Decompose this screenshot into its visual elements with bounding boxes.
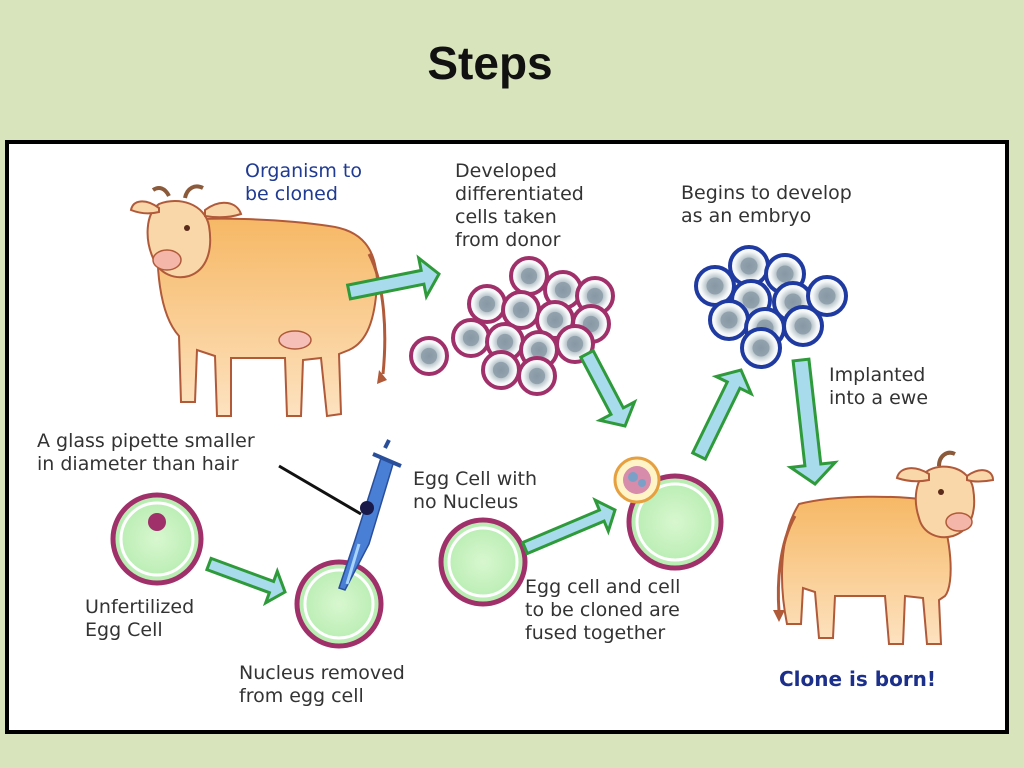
unfertilized-egg-label: Unfertilized Egg Cell [85,596,195,641]
clone-born-label: Clone is born! [779,667,937,691]
clone-cow-illustration [773,450,995,645]
embryo-cell-nucleus [740,257,758,275]
embryo-cell-nucleus [776,265,794,283]
embryo-cell-nucleus [818,287,836,305]
embryo-cell-nucleus [742,291,760,309]
donor-cell-nucleus [478,295,496,313]
fused-egg-cell [613,456,724,571]
process-arrow [578,348,638,428]
donor-cell-nucleus [566,335,584,353]
process-arrow [520,496,617,556]
nucleus-removed-label: Nucleus removed from egg cell [239,662,405,707]
organism-to-be-cloned-label: Organism to be cloned [245,160,362,205]
slide-title: Steps [427,37,553,89]
donor-cell-nucleus [520,267,538,285]
egg-no-nucleus-label: Egg Cell with no Nucleus [413,468,538,513]
cloning-diagram: Organism to be cloned Developed differen… [5,140,1009,734]
egg-being-enucleated [294,559,384,649]
donor-cell-nucleus [528,367,546,385]
glass-pipette [338,439,402,591]
fused-label: Egg cell and cell to be cloned are fused… [525,576,681,644]
implanted-label: Implanted into a ewe [829,364,929,409]
pipette-label: A glass pipette smaller in diameter than… [37,430,255,475]
donor-cell-nucleus [462,329,480,347]
embryo-cell-nucleus [752,339,770,357]
process-arrow [345,254,441,301]
donor-cell-cluster [409,256,615,396]
donor-cell-nucleus [420,347,438,365]
process-arrows [204,254,839,607]
unfertilized-egg-cell [110,492,204,586]
donor-cell-nucleus [496,333,514,351]
donor-cell-nucleus [530,341,548,359]
donor-cell-nucleus [492,361,510,379]
embryo-label: Begins to develop as an embryo [681,182,852,227]
embryo-cell-nucleus [720,311,738,329]
donor-cow-illustration [129,184,387,418]
pipette-pointer-line [278,464,362,516]
process-arrow [786,357,839,486]
donor-cells-label: Developed differentiated cells taken fro… [455,160,584,251]
embryo-cell-cluster [694,245,848,369]
egg-cell-no-nucleus [438,517,528,607]
process-arrow [690,368,755,462]
embryo-cell-nucleus [794,317,812,335]
process-arrow [204,556,287,607]
embryo-cell-nucleus [706,277,724,295]
donor-cell-nucleus [554,281,572,299]
donor-cell-nucleus [586,287,604,305]
diagram-artwork [110,184,995,649]
donor-cell-nucleus [546,311,564,329]
donor-cell-nucleus [512,301,530,319]
